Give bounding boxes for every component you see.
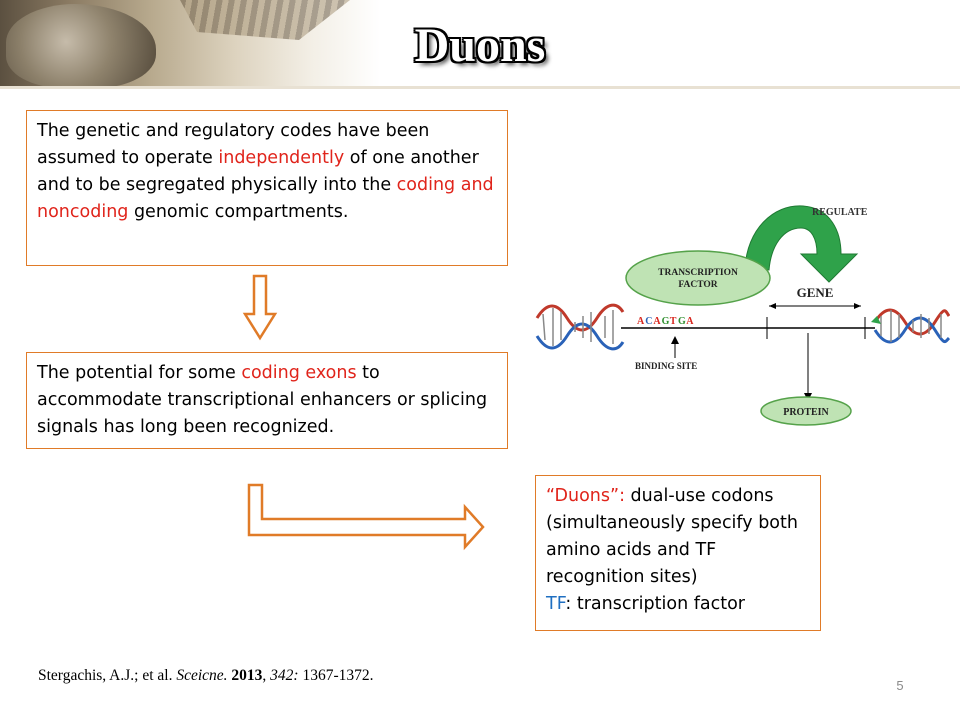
box1-text-1: The genetic and regulatory codes have be… (37, 121, 430, 168)
sequence-letter: C (645, 316, 652, 327)
coding-exons-text-box: The potential for some coding exons to a… (26, 352, 508, 449)
transcription-factor-ellipse (625, 250, 771, 306)
sequence-letter: A (686, 316, 694, 327)
box1-text-3: genomic compartments. (128, 202, 349, 222)
gene-label: GENE (797, 285, 834, 300)
sequence-letter: A (653, 316, 661, 327)
independence-text-box: The genetic and regulatory codes have be… (26, 110, 508, 266)
box3-text-1: dual-use codons (simultaneously specify … (546, 486, 798, 587)
box2-text-1: The potential for some (37, 363, 242, 383)
box2-text-2: to accommodate transcriptional enhancers… (37, 363, 488, 437)
box1-highlight-coding-noncoding: coding and noncoding (37, 175, 494, 222)
banner-decorative-image (0, 0, 380, 88)
protein-label: PROTEIN (783, 407, 829, 418)
box3-tf-term: TF (546, 594, 566, 614)
protein-ellipse (760, 396, 852, 426)
tf-label-line2: FACTOR (678, 280, 717, 290)
page-number: 5 (896, 678, 904, 693)
box1-text-2: of one another and to be segregated phys… (37, 148, 479, 195)
banner-divider (0, 86, 960, 89)
bent-right-arrow-icon (247, 483, 485, 551)
regulate-arrow-icon (744, 205, 859, 283)
box2-highlight-coding-exons: coding exons (241, 363, 357, 383)
binding-site-label: BINDING SITE (635, 361, 697, 371)
box3-duons-term: “Duons”: (546, 486, 625, 506)
stone-lion-image (6, 4, 156, 88)
box1-highlight-independently: independently (218, 148, 345, 168)
citation-pages: 1367-1372. (298, 667, 374, 684)
box3-text-2: : transcription factor (565, 594, 745, 614)
citation-volume: 342: (270, 667, 299, 684)
citation-authors: Stergachis, A.J.; et al. (38, 667, 177, 684)
citation-journal: Sceicne. (176, 667, 228, 684)
citation: Stergachis, A.J.; et al. Sceicne. 2013, … (38, 667, 374, 685)
regulate-label: REGULATE (812, 207, 868, 218)
header-banner (0, 0, 960, 90)
sequence-letter: G (662, 316, 670, 327)
citation-year: 2013 (227, 667, 263, 684)
dna-helix-right (871, 308, 950, 344)
sequence-letter: A (637, 316, 645, 327)
dna-helix-left (535, 303, 625, 351)
slide-title: Duons (414, 19, 546, 72)
sequence-letter: T (670, 316, 677, 327)
tf-label-line1: TRANSCRIPTION (658, 268, 738, 278)
citation-separator: , (262, 667, 271, 684)
down-arrow-icon (242, 274, 278, 341)
sequence-letter: G (678, 316, 686, 327)
duons-definition-box: “Duons”: dual-use codons (simultaneously… (535, 475, 821, 631)
